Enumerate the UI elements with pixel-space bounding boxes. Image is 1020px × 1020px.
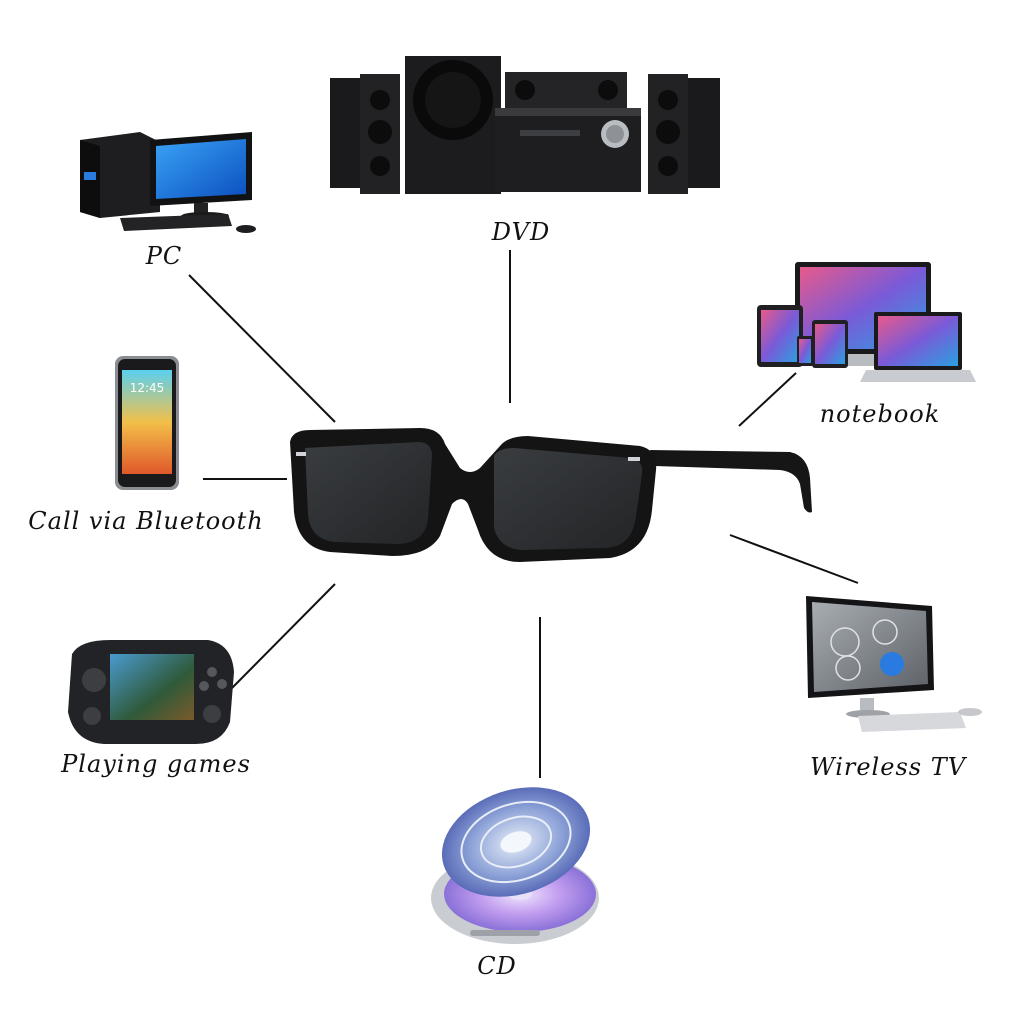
- line-tv: [729, 534, 859, 584]
- cd-player-icon: [431, 787, 599, 944]
- sunglasses-icon: [290, 428, 812, 562]
- smartphone-icon: 12:45: [115, 356, 179, 490]
- monitor-icon: [806, 596, 982, 732]
- notebook-devices-icon: [757, 262, 976, 382]
- label-call-via-bluetooth: Call via Bluetooth: [28, 507, 264, 535]
- connector-lines: [188, 250, 859, 778]
- label-notebook: notebook: [819, 400, 941, 428]
- svg-text:12:45: 12:45: [130, 381, 165, 395]
- label-wireless-tv: Wireless TV: [809, 753, 967, 781]
- label-cd: CD: [477, 952, 517, 980]
- label-playing-games: Playing games: [61, 750, 251, 778]
- pc-icon: [80, 132, 256, 233]
- dvd-speaker-icon: [330, 56, 720, 194]
- line-notebook: [738, 372, 797, 427]
- game-console-icon: [68, 640, 234, 744]
- line-games: [231, 583, 336, 689]
- label-dvd: DVD: [491, 218, 551, 246]
- line-pc: [188, 274, 336, 423]
- label-pc: PC: [145, 242, 183, 270]
